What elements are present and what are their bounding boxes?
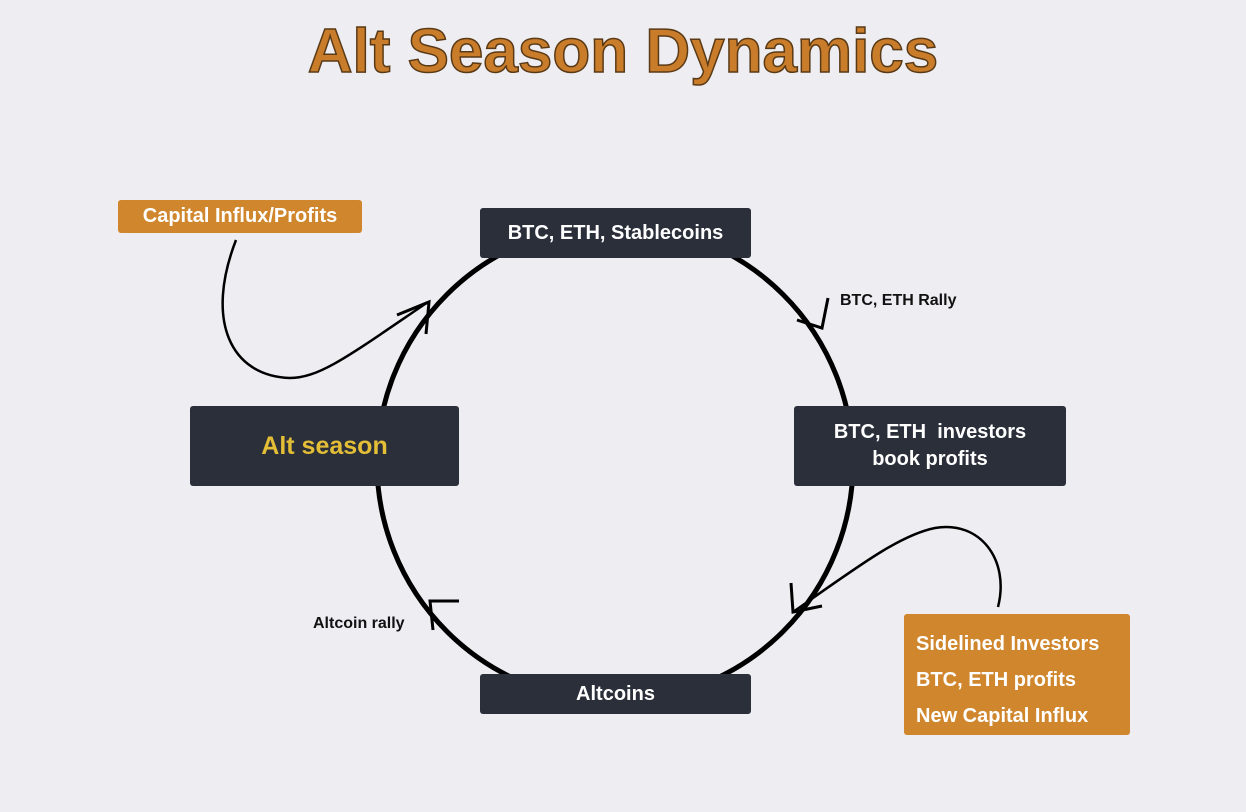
node-btc-eth-stablecoins: BTC, ETH, Stablecoins — [480, 208, 751, 258]
arrowhead-altcoin-rally — [428, 599, 459, 631]
callout-label: Capital Influx/Profits — [142, 205, 338, 227]
node-label-line2: book profits — [872, 448, 988, 470]
callout-capital-influx: Capital Influx/Profits — [118, 200, 362, 233]
diagram-title: Alt Season Dynamics — [307, 16, 939, 87]
callout-line: BTC, ETH profits — [916, 669, 1076, 691]
arrowhead-top-left — [396, 299, 431, 335]
connector-capital-influx — [221, 239, 429, 380]
edge-label-altcoin-rally: Altcoin rally — [313, 615, 405, 632]
node-investors-book-profits: BTC, ETH investors book profits — [794, 406, 1066, 486]
node-alt-season: Alt season — [190, 406, 459, 486]
node-altcoins: Altcoins — [480, 674, 751, 714]
connector-sidelined — [792, 525, 1002, 614]
arrowhead-rally — [796, 297, 830, 330]
node-label: BTC, ETH, Stablecoins — [507, 221, 724, 244]
edge-label-btc-eth-rally: BTC, ETH Rally — [840, 292, 957, 309]
callout-sidelined: Sidelined Investors BTC, ETH profits New… — [904, 614, 1130, 735]
node-label: Alt season — [261, 431, 388, 460]
callout-line: New Capital Influx — [916, 705, 1089, 727]
node-label-line1: BTC, ETH investors — [833, 421, 1027, 443]
node-label: Altcoins — [576, 682, 655, 705]
callout-line: Sidelined Investors — [916, 633, 1100, 655]
